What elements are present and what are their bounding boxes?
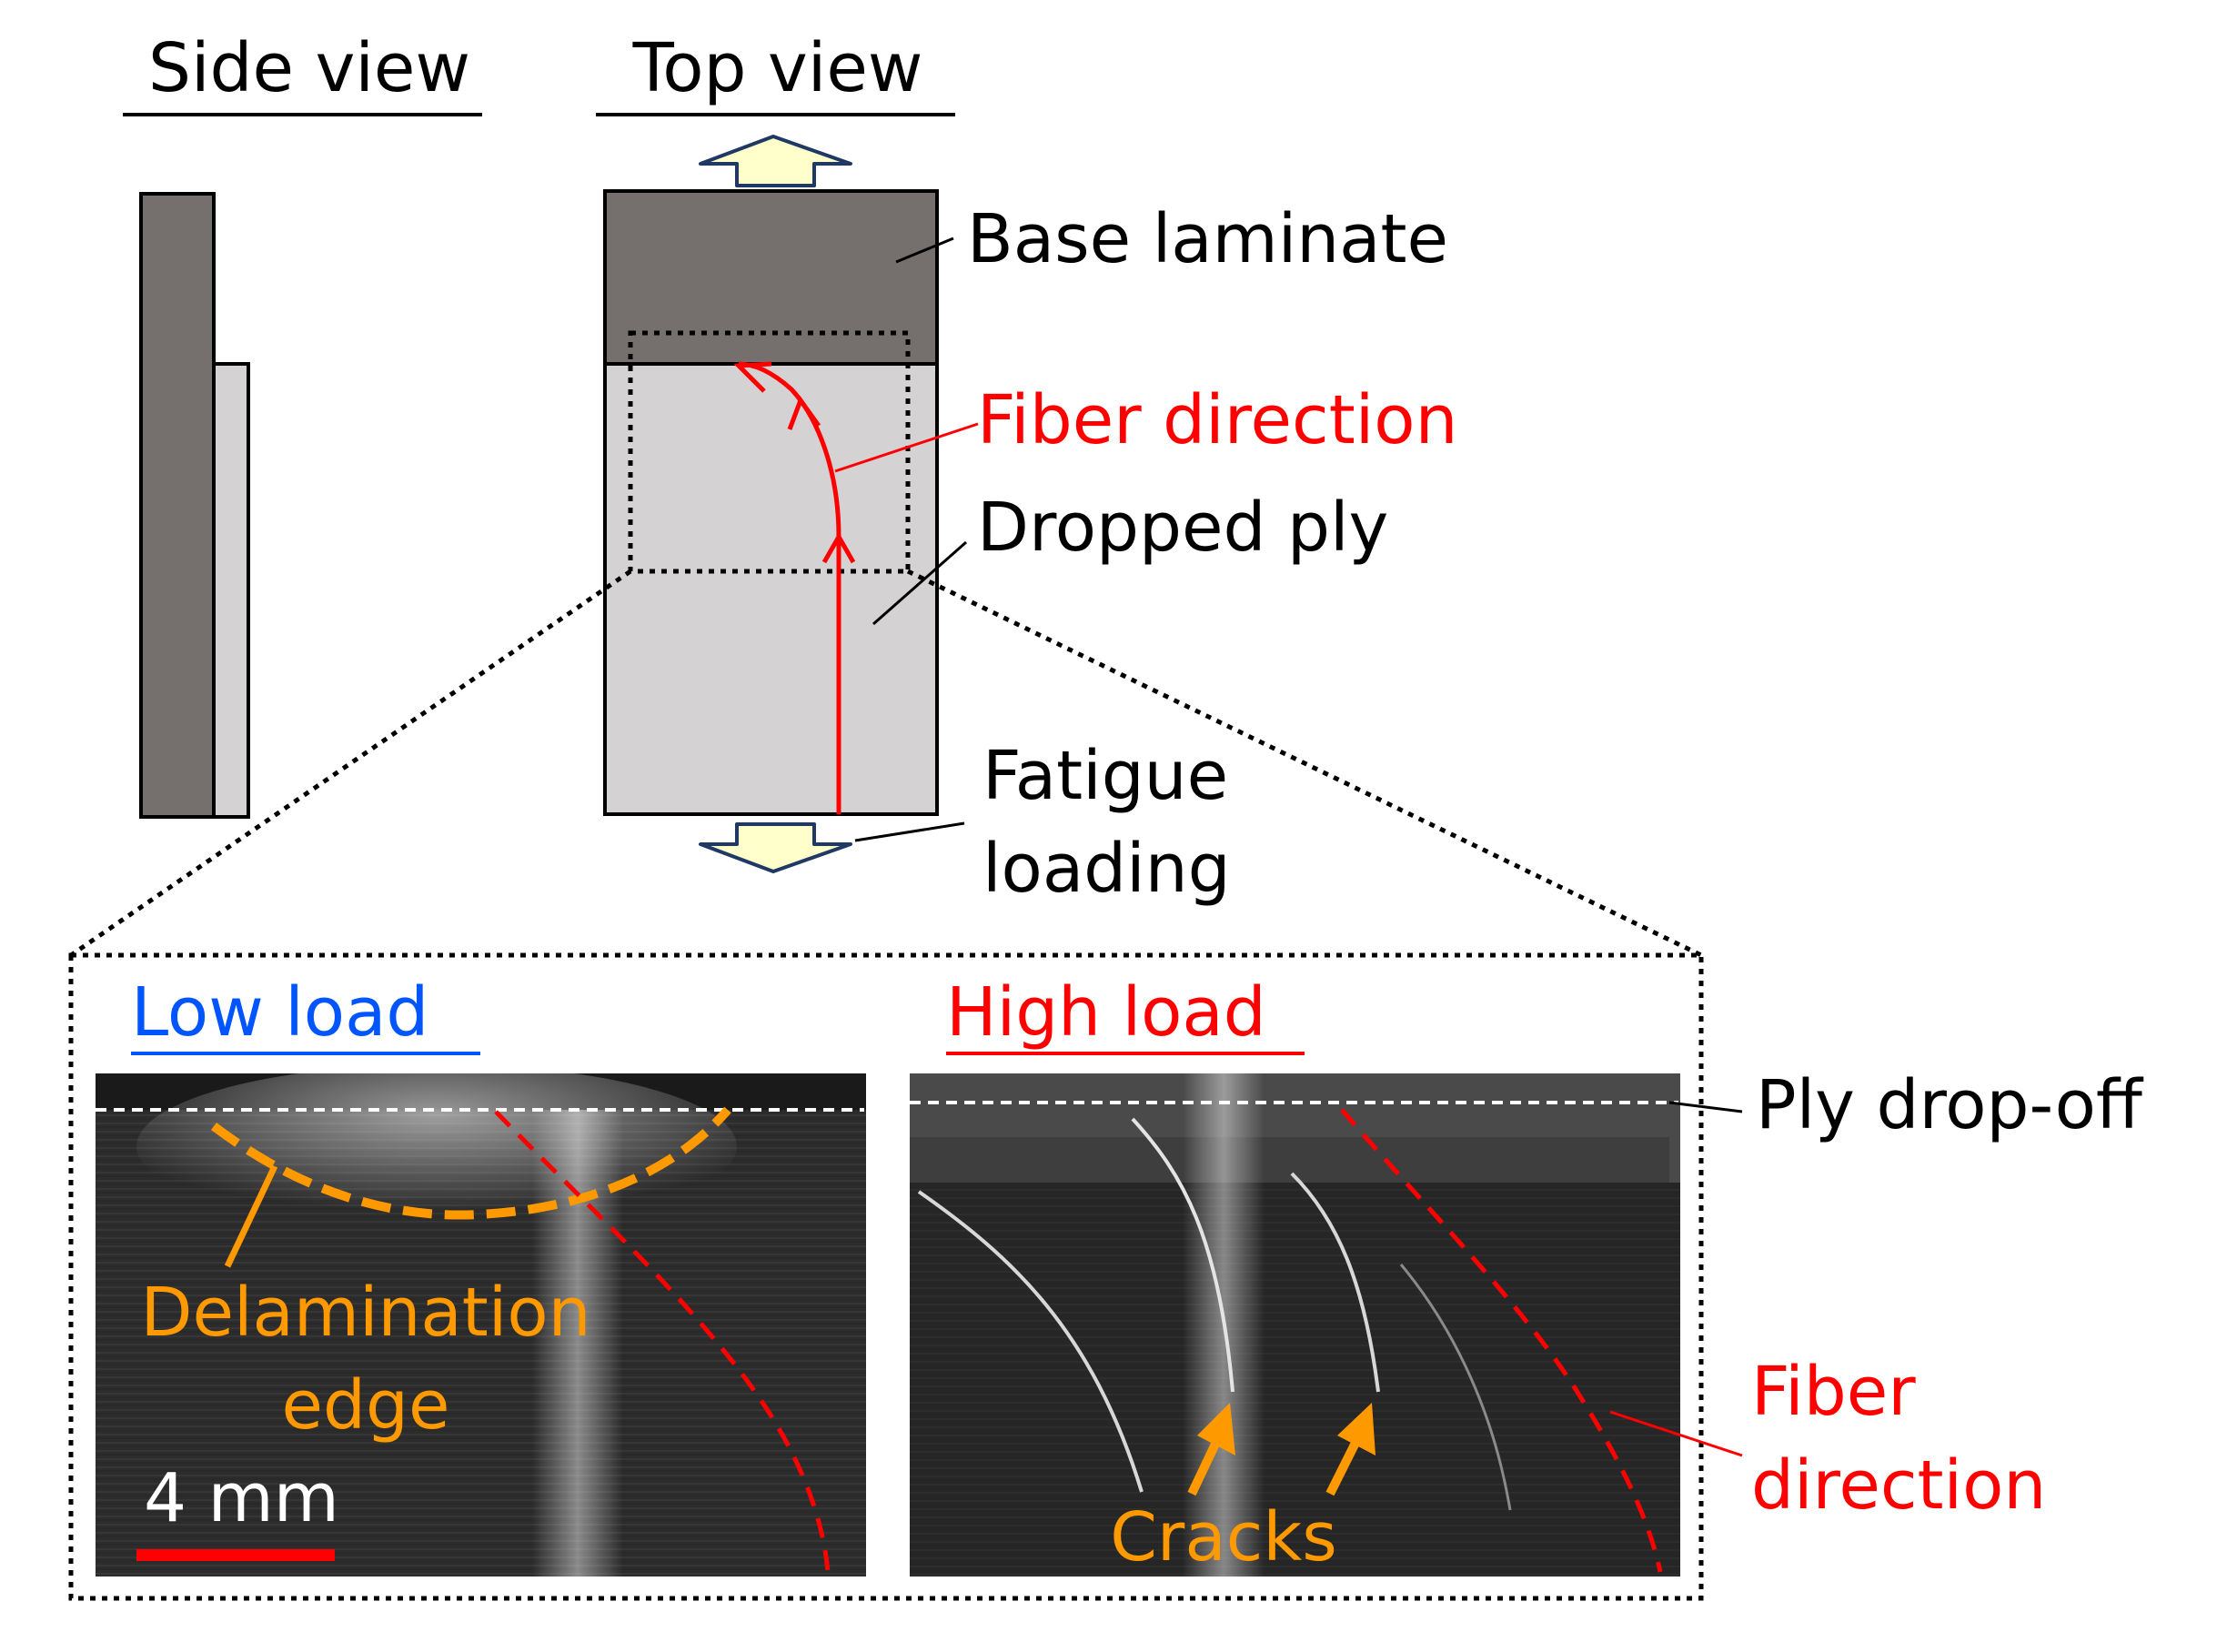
load-arrow-up-icon (699, 135, 852, 187)
top-view-dropped-ply (603, 362, 939, 816)
crack-1 (917, 1190, 1144, 1493)
label-base-laminate: Base laminate (967, 200, 1448, 278)
label-delamination-line1: Delamination (140, 1274, 590, 1352)
leader-fatigue-loading (854, 821, 965, 842)
label-fatigue-loading-line1: Fatigue (982, 737, 1228, 815)
high-load-panel: High load Cracks (910, 973, 1680, 1576)
label-delamination-line2: edge (282, 1366, 450, 1445)
load-arrow-down-icon (699, 822, 852, 873)
leader-fiber-direction (834, 422, 979, 473)
top-view-group: Top view Base laminate Fiber direction D… (596, 29, 1457, 908)
label-fiber-direction-right-line1: Fiber (1751, 1353, 1916, 1431)
label-fatigue-loading-line2: loading (982, 830, 1231, 908)
fiber-arrowhead-2-icon (787, 395, 821, 430)
fiber-arrowhead-3-icon (733, 361, 772, 393)
side-view-base-laminate (139, 192, 216, 819)
crack-4 (1399, 1264, 1512, 1511)
leader-delamination (224, 1164, 278, 1268)
high-load-title: High load (946, 973, 1266, 1052)
crack-arrow-2-icon (1337, 1403, 1375, 1456)
low-load-title: Low load (131, 973, 428, 1052)
zoom-region-box (628, 330, 911, 574)
crack-arrow-1-icon (1197, 1403, 1235, 1456)
low-load-panel: Low load Delamination edge 4 mm (96, 973, 866, 1576)
crack-2 (1131, 1117, 1234, 1393)
low-load-fiber-direction-curve (494, 1110, 831, 1573)
label-dropped-ply: Dropped ply (977, 489, 1388, 567)
zoom-detail-box (68, 952, 1704, 1601)
side-view-title: Side view (148, 29, 470, 107)
leader-base-laminate (895, 237, 954, 264)
leader-fiber-direction-right (1609, 1410, 1743, 1457)
delamination-edge-curve (210, 1106, 731, 1220)
scale-bar-label: 4 mm (144, 1459, 339, 1537)
top-view-title: Top view (632, 29, 923, 107)
label-fiber-direction-right-line2: direction (1751, 1446, 2046, 1525)
high-load-fiber-direction-curve (1340, 1108, 1663, 1573)
zoom-connector-right (906, 569, 1703, 958)
fiber-arrowhead-1-icon (821, 531, 856, 564)
low-load-bright-band (532, 1110, 623, 1576)
side-view-group: Side view (123, 29, 482, 819)
delamination-glow (136, 1064, 737, 1228)
leader-ply-drop-off (1668, 1101, 1743, 1113)
side-view-dropped-ply (212, 362, 250, 819)
high-load-top-band-lower (910, 1137, 1669, 1183)
label-ply-drop-off: Ply drop-off (1756, 1066, 2144, 1144)
label-cracks: Cracks (1110, 1498, 1337, 1576)
leader-dropped-ply (872, 540, 967, 626)
label-fiber-direction-top: Fiber direction (977, 381, 1457, 459)
top-view-base-laminate (603, 189, 939, 366)
scale-bar (136, 1549, 335, 1561)
crack-3 (1290, 1172, 1380, 1393)
